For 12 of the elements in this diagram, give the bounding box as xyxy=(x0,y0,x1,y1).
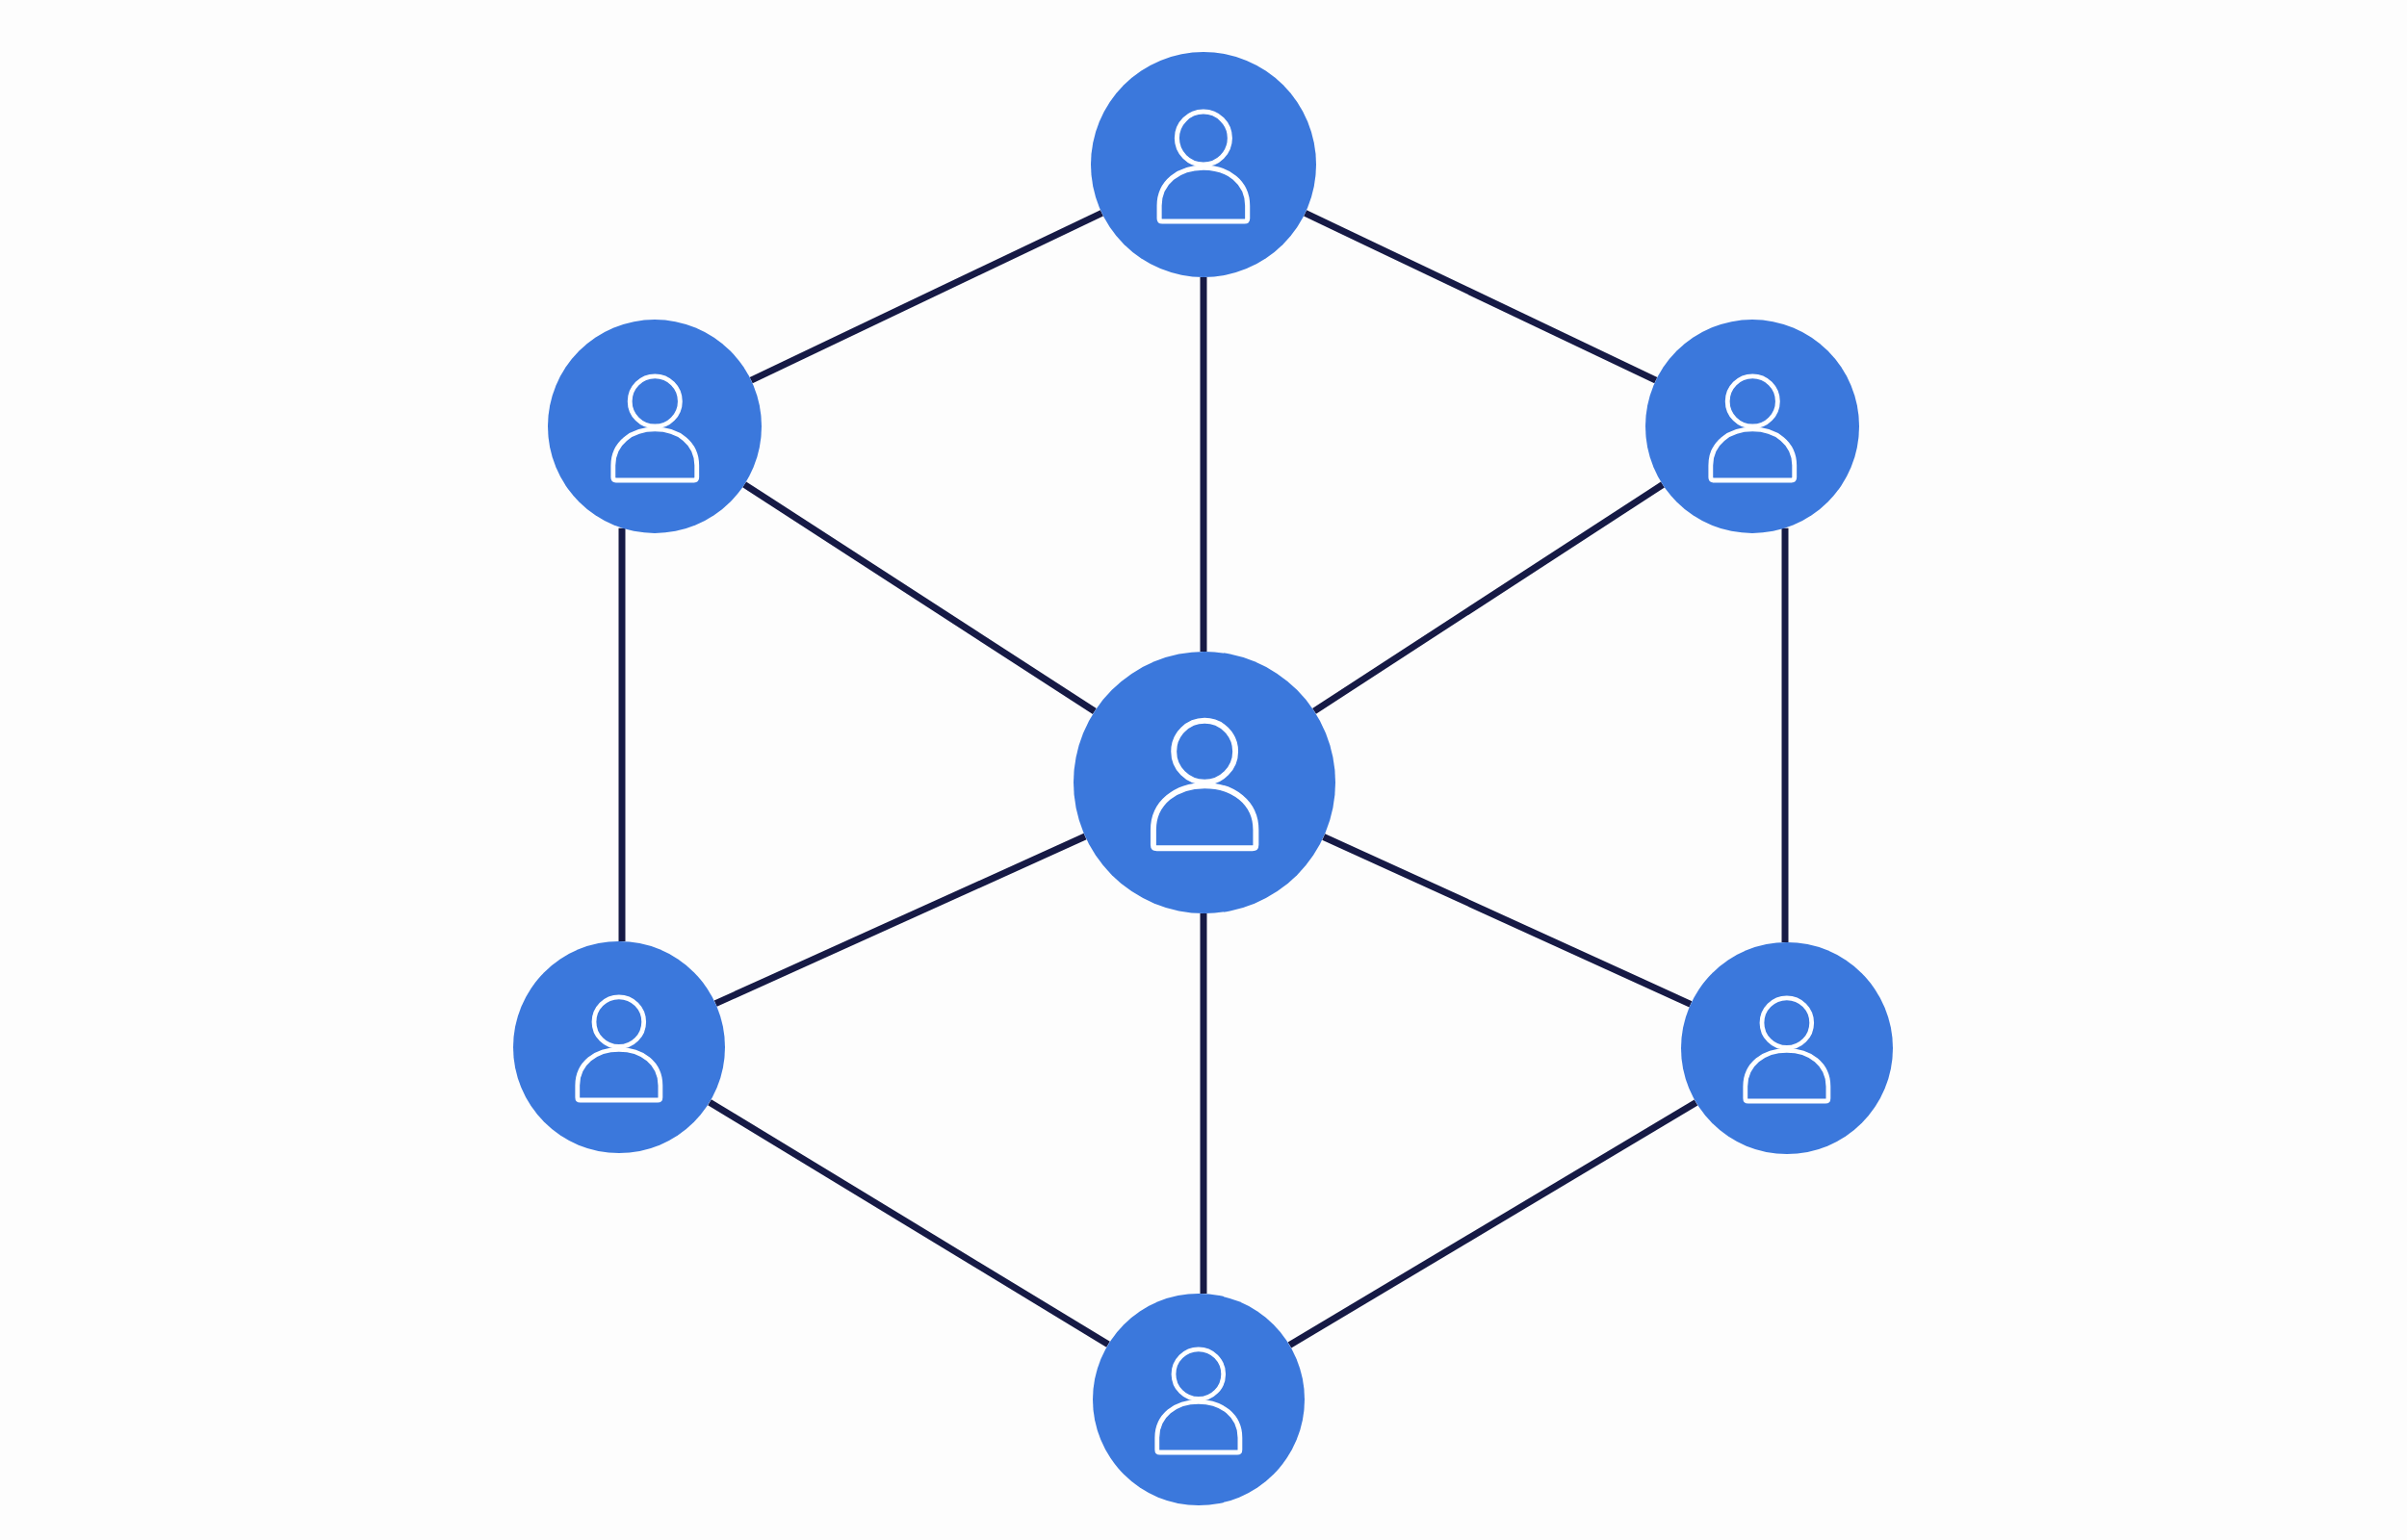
connector-line xyxy=(742,481,1097,714)
connector-line xyxy=(713,833,1087,1007)
connector-line xyxy=(749,210,1103,384)
connector-line xyxy=(1304,210,1658,384)
connector-line xyxy=(618,527,626,942)
connector-line xyxy=(1287,1099,1698,1348)
connector-line xyxy=(1312,481,1665,714)
connector-line xyxy=(1200,913,1207,1295)
connector-line xyxy=(1200,277,1207,652)
connector-line xyxy=(1781,527,1789,942)
connector-line xyxy=(708,1099,1110,1348)
connector-line xyxy=(1322,834,1693,1008)
